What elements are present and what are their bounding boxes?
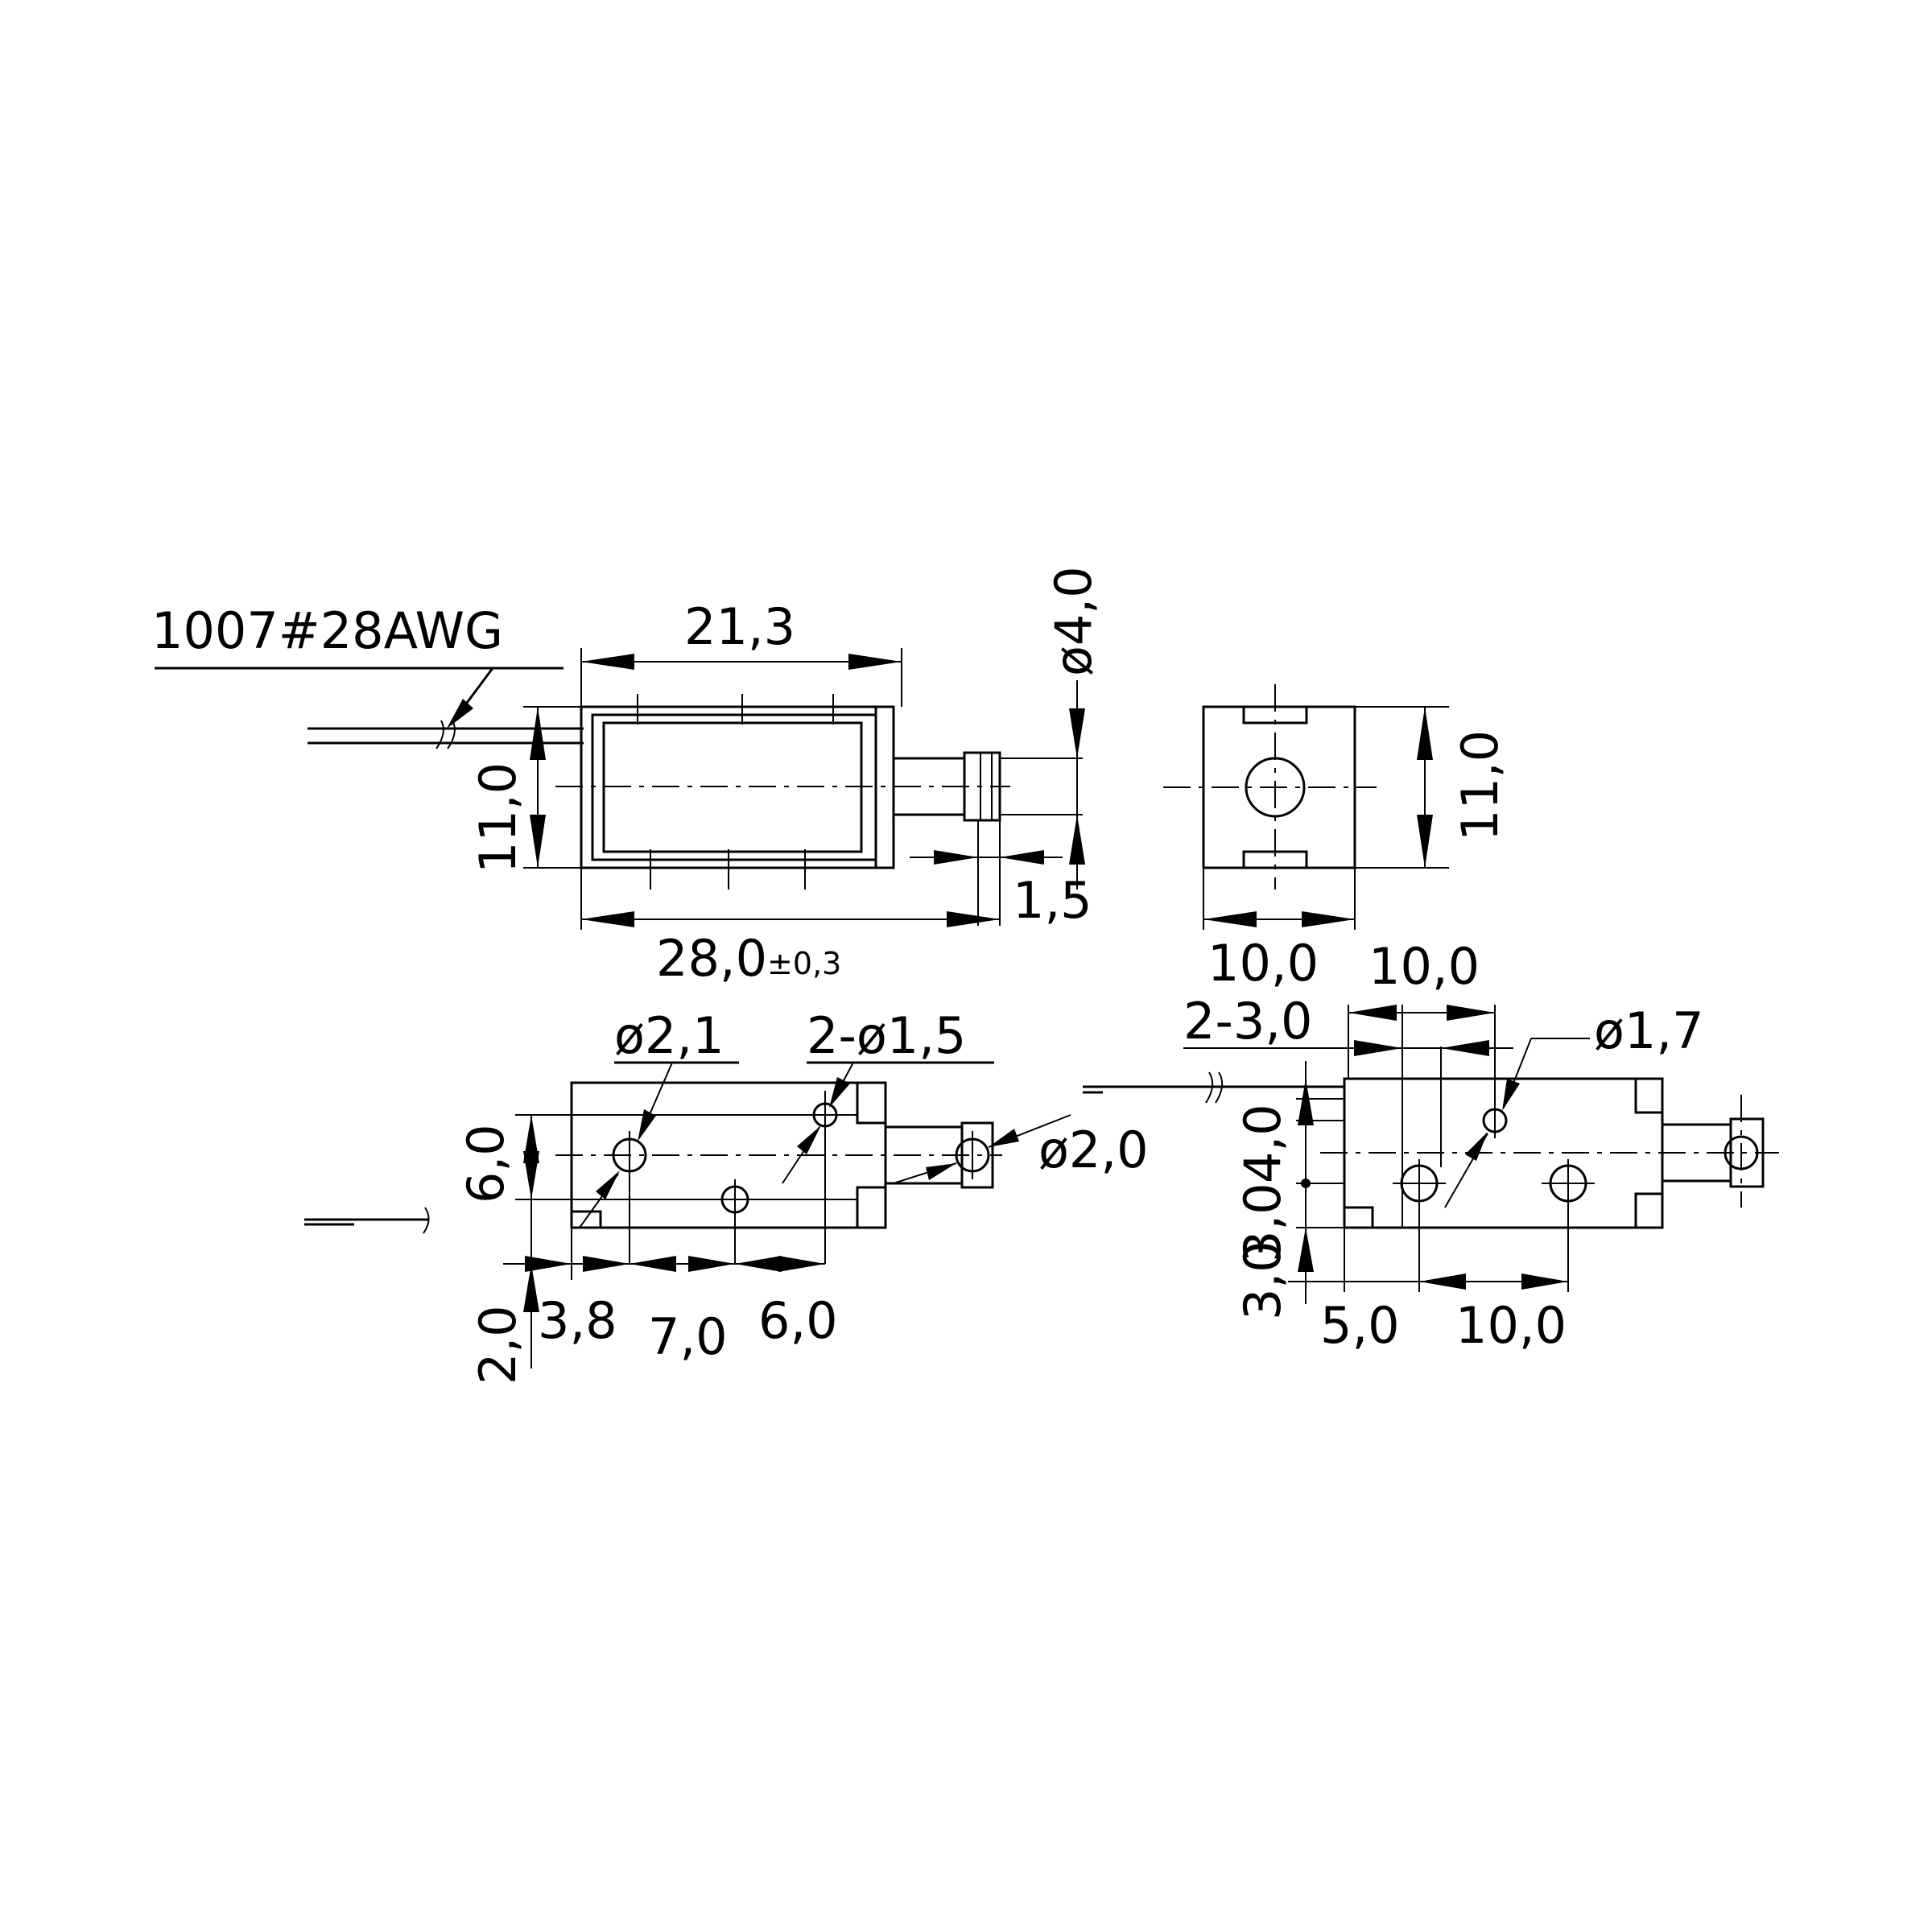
leader-arrow bbox=[989, 1129, 1019, 1147]
leader-arrow bbox=[797, 1125, 821, 1154]
leader-arrow bbox=[596, 1170, 620, 1199]
wire-break-symbol bbox=[1205, 1071, 1224, 1104]
wire-break-symbol bbox=[436, 720, 456, 749]
arrow bbox=[581, 911, 634, 927]
label-plunger-hole: ø2,0 bbox=[1038, 1121, 1149, 1179]
dim-body-height: 11,0 bbox=[469, 762, 527, 873]
arrow bbox=[1441, 1040, 1489, 1056]
leader-arrow bbox=[1465, 1132, 1488, 1161]
label-hole-2-1: ø2,1 bbox=[614, 1006, 724, 1065]
arrow bbox=[1000, 850, 1044, 865]
arrow bbox=[530, 707, 546, 760]
leader-arrow bbox=[829, 1077, 850, 1108]
dim-end-height: 11,0 bbox=[1451, 730, 1509, 841]
wire-leader-arrow bbox=[447, 699, 473, 729]
arrow bbox=[1069, 708, 1085, 758]
arrow bbox=[778, 1256, 825, 1272]
arrow bbox=[688, 1256, 735, 1272]
dim-top-pos-2: 10,0 bbox=[1455, 1296, 1567, 1355]
side-view: 1007#28AWG 21,3 bbox=[151, 566, 1103, 988]
arrow bbox=[934, 850, 978, 865]
dim-total-length: 28,0±0,3 bbox=[656, 929, 841, 988]
arrow bbox=[1302, 911, 1355, 927]
bottom-view: ø2,1 2-ø1,5 ø2,0 6,0 2,0 bbox=[304, 1006, 1149, 1385]
arrow bbox=[848, 654, 902, 670]
bottom-body-tab bbox=[856, 1081, 887, 1125]
arrow bbox=[1417, 707, 1433, 760]
arrow bbox=[947, 911, 1000, 927]
label-holes-1-5: 2-ø1,5 bbox=[807, 1006, 966, 1065]
bottom-wire-notch bbox=[570, 1210, 602, 1229]
dim-top-height-b: 3,0 bbox=[1233, 1183, 1292, 1262]
arrow bbox=[530, 815, 546, 868]
dim-plunger-diameter: ø4,0 bbox=[1044, 566, 1103, 676]
arrow bbox=[735, 1256, 782, 1272]
dim-bottom-offset: 2,0 bbox=[469, 1305, 527, 1385]
arrow bbox=[1069, 815, 1085, 865]
arrow bbox=[583, 1256, 630, 1272]
dim-bottom-pos-2: 7,0 bbox=[648, 1307, 728, 1366]
arrow bbox=[1203, 911, 1257, 927]
arrow bbox=[1348, 1005, 1397, 1021]
arrow bbox=[1298, 1228, 1314, 1272]
top-body-tab bbox=[1634, 1077, 1664, 1114]
arrow bbox=[523, 1264, 539, 1312]
dim-dot bbox=[1301, 1179, 1311, 1188]
arrow bbox=[1419, 1274, 1466, 1290]
arrow bbox=[1298, 1079, 1314, 1125]
arrow bbox=[1447, 1005, 1495, 1021]
dim-end-width: 10,0 bbox=[1208, 934, 1319, 993]
leader-arrow bbox=[1502, 1079, 1520, 1111]
arrow bbox=[1354, 1040, 1402, 1056]
wire-spec-label: 1007#28AWG bbox=[151, 601, 503, 660]
arrow bbox=[1417, 815, 1433, 868]
dim-top-pos-1: 5,0 bbox=[1320, 1296, 1400, 1355]
dim-top-height-c: 3,0 bbox=[1233, 1241, 1292, 1320]
arrow bbox=[523, 1151, 539, 1199]
top-body-tab bbox=[1634, 1192, 1664, 1229]
dim-bottom-pos-1: 3,8 bbox=[538, 1291, 617, 1350]
end-view: 10,0 11,0 bbox=[1163, 684, 1509, 993]
label-top-hole-dia: ø1,7 bbox=[1594, 1001, 1704, 1060]
dim-plunger-step: 1,5 bbox=[1013, 871, 1092, 930]
top-view: 10,0 2-3,0 ø1,7 4,0 3,0 3,0 5,0 10,0 bbox=[1083, 937, 1779, 1355]
arrow bbox=[525, 1256, 572, 1272]
dim-top-holes: 2-3,0 bbox=[1183, 992, 1312, 1051]
arrow bbox=[630, 1256, 676, 1272]
wire-break-symbol bbox=[423, 1207, 430, 1234]
leader-arrow bbox=[926, 1163, 956, 1180]
dim-coil-length: 21,3 bbox=[684, 597, 795, 656]
bottom-body-tab bbox=[856, 1186, 887, 1229]
dim-bottom-height: 6,0 bbox=[456, 1124, 515, 1203]
dim-bottom-pos-3: 6,0 bbox=[758, 1291, 838, 1350]
arrow bbox=[581, 654, 634, 670]
top-wire-notch bbox=[1343, 1206, 1374, 1229]
arrow bbox=[1521, 1274, 1568, 1290]
leader-arrow bbox=[638, 1109, 656, 1141]
dim-total-length-tolerance: ±0,3 bbox=[767, 946, 841, 981]
dim-total-length-value: 28,0 bbox=[656, 929, 767, 988]
dim-top-height-a: 4,0 bbox=[1233, 1104, 1292, 1183]
dim-top-width: 10,0 bbox=[1368, 937, 1480, 996]
